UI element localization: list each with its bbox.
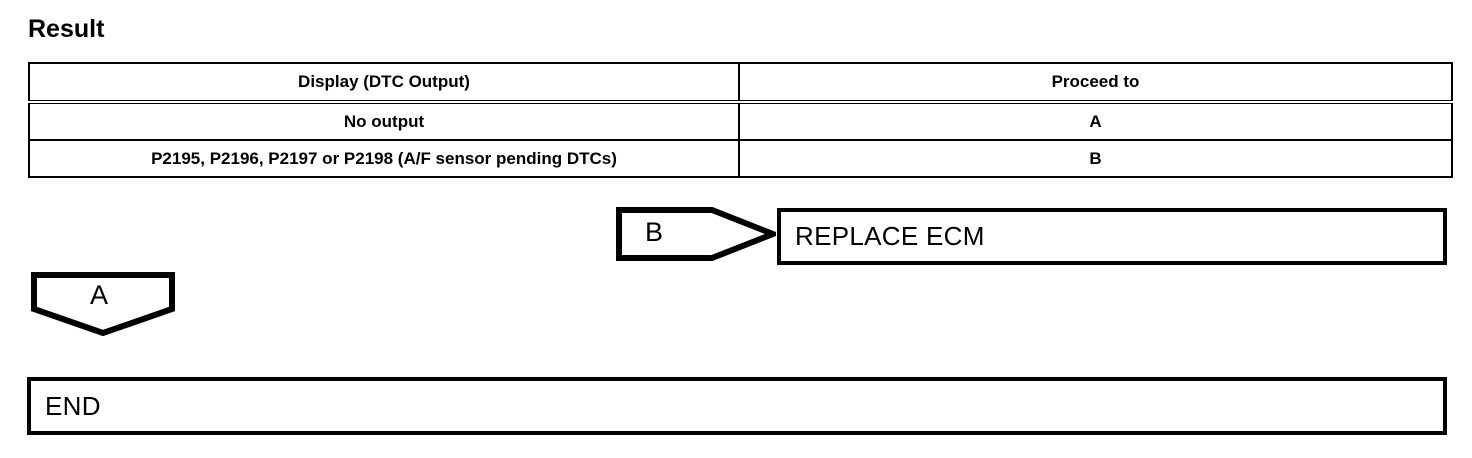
page-title: Result <box>28 15 105 43</box>
connector-a-label: A <box>90 280 109 310</box>
cell-proceed-b: B <box>738 139 1453 178</box>
replace-ecm-box: REPLACE ECM <box>777 208 1447 265</box>
table-header-row: Display (DTC Output) Proceed to <box>28 62 1453 104</box>
connector-a: A <box>31 272 175 336</box>
connector-b: B <box>616 207 776 261</box>
replace-ecm-label: REPLACE ECM <box>795 221 985 251</box>
end-box: END <box>27 377 1447 435</box>
result-table: Display (DTC Output) Proceed to No outpu… <box>28 62 1453 178</box>
table-row: P2195, P2196, P2197 or P2198 (A/F sensor… <box>28 139 1453 178</box>
end-label: END <box>45 390 101 421</box>
pentagon-arrow-down-icon <box>31 272 175 336</box>
table-row: No output A <box>28 101 1453 141</box>
column-header-proceed-to: Proceed to <box>738 62 1453 104</box>
pentagon-arrow-right-icon <box>616 207 776 261</box>
column-header-display: Display (DTC Output) <box>28 62 740 104</box>
connector-b-label: B <box>645 217 664 247</box>
cell-proceed-a: A <box>738 101 1453 141</box>
cell-display-dtc-codes: P2195, P2196, P2197 or P2198 (A/F sensor… <box>28 139 740 178</box>
cell-display-no-output: No output <box>28 101 740 141</box>
